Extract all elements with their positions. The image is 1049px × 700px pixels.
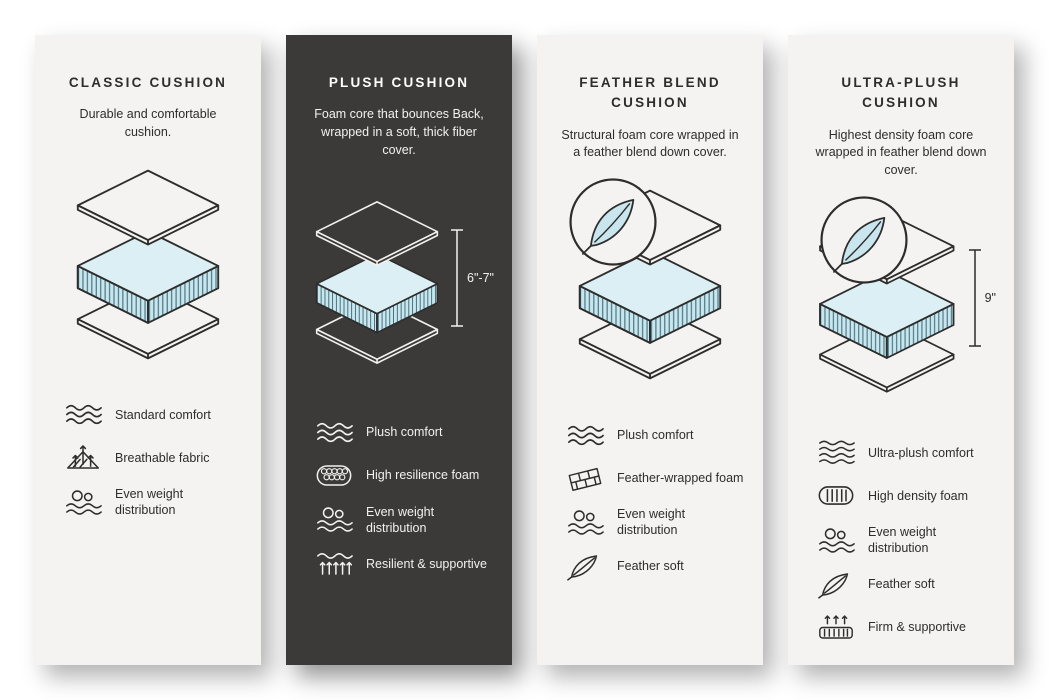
honeycomb-foam-icon (314, 461, 354, 490)
card-description: Highest density foam core wrapped in fea… (815, 127, 987, 178)
comfort-waves-4-icon (816, 438, 856, 467)
feature-label: Breathable fabric (115, 450, 210, 465)
comfort-waves-icon (314, 418, 354, 447)
feature-label: Even weight distribution (366, 504, 435, 535)
dimension-line-icon (968, 249, 981, 347)
feature-list: Plush comfort High resilience foam Even … (304, 418, 494, 580)
feature-label: Ultra-plush comfort (868, 445, 974, 460)
weight-distribution-icon (565, 508, 605, 537)
feature-list: Standard comfort Breathable fabric Even … (53, 400, 243, 519)
breathable-fabric-icon (63, 443, 103, 472)
feature-label: Firm & supportive (868, 620, 966, 635)
feather-soft-icon (565, 552, 605, 581)
layered-cushion-icon (304, 184, 450, 381)
feature-label: Even weight distribution (868, 524, 937, 555)
feather-badge-icon (818, 194, 910, 286)
feature-label: Feather soft (617, 559, 684, 574)
feature-row: Feather-wrapped foam (565, 463, 745, 493)
dimension-line-icon (451, 228, 464, 327)
feature-row: Resilient & supportive (314, 549, 494, 579)
card-feather-blend-cushion: FEATHER BLEND CUSHION Structural foam co… (537, 35, 763, 665)
weight-distribution-icon (314, 505, 354, 534)
feature-row: Firm & supportive (816, 612, 996, 642)
density-foam-icon (816, 481, 856, 510)
cushion-illustration (555, 186, 745, 408)
card-ultra-plush-cushion: ULTRA-PLUSH CUSHION Highest density foam… (788, 35, 1014, 665)
feature-row: Even weight distribution (314, 504, 494, 537)
card-title: PLUSH CUSHION (328, 75, 470, 90)
feather-soft-icon (816, 570, 856, 599)
feature-label: Feather soft (868, 577, 935, 592)
feature-row: High density foam (816, 481, 996, 511)
height-indicator: 6"-7" (450, 228, 494, 328)
cushion-illustration: 9" (806, 204, 996, 426)
feature-list: Plush comfort Feather-wrapped foam Even … (555, 420, 745, 582)
height-label: 6"-7" (467, 270, 494, 285)
comfort-waves-icon (63, 400, 103, 429)
card-title: ULTRA-PLUSH CUSHION (841, 75, 961, 111)
card-plush-cushion: PLUSH CUSHION Foam core that bounces Bac… (286, 35, 512, 665)
card-description: Durable and comfortable cushion. (79, 107, 217, 139)
cushion-illustration: 6"-7" (304, 184, 494, 406)
feature-list: Ultra-plush comfort High density foam Ev… (806, 438, 996, 643)
feature-label: Plush comfort (366, 425, 443, 440)
feature-row: Plush comfort (314, 418, 494, 448)
feature-row: Feather soft (816, 569, 996, 599)
feature-label: High resilience foam (366, 468, 480, 483)
springs-icon (314, 550, 354, 579)
feature-row: High resilience foam (314, 461, 494, 491)
feature-label: Even weight distribution (617, 507, 686, 538)
feature-label: Standard comfort (115, 407, 211, 422)
feature-label: Even weight distribution (115, 486, 184, 517)
feature-label: Feather-wrapped foam (617, 470, 744, 485)
card-classic-cushion: CLASSIC CUSHION Durable and comfortable … (35, 35, 261, 665)
layered-cushion-icon (63, 166, 233, 363)
firm-supportive-icon (816, 613, 856, 642)
feature-label: Resilient & supportive (366, 556, 487, 571)
height-label: 9" (984, 290, 996, 305)
feather-badge-icon (567, 176, 659, 268)
weight-distribution-icon (63, 488, 103, 517)
feature-row: Even weight distribution (63, 486, 243, 519)
weight-distribution-icon (816, 526, 856, 555)
feature-row: Feather soft (565, 552, 745, 582)
card-title: CLASSIC CUSHION (68, 75, 228, 90)
feature-row: Breathable fabric (63, 443, 243, 473)
feature-row: Ultra-plush comfort (816, 438, 996, 468)
bricks-foam-icon (565, 464, 605, 493)
feature-row: Even weight distribution (816, 524, 996, 557)
card-description: Structural foam core wrapped in a feathe… (561, 127, 739, 160)
card-title: FEATHER BLEND CUSHION (579, 75, 721, 111)
card-description: Foam core that bounces Back, wrapped in … (314, 107, 484, 157)
feature-row: Even weight distribution (565, 506, 745, 539)
feature-row: Standard comfort (63, 400, 243, 430)
feature-label: High density foam (868, 488, 969, 503)
cushion-illustration (53, 166, 243, 388)
comfort-waves-icon (565, 421, 605, 450)
feature-label: Plush comfort (617, 427, 694, 442)
feature-row: Plush comfort (565, 420, 745, 450)
height-indicator: 9" (968, 248, 996, 348)
